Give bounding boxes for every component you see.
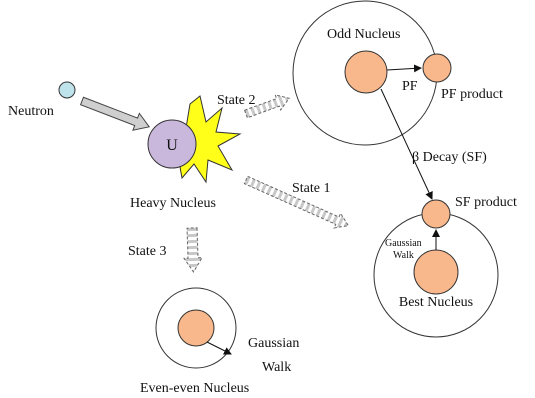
state2-label: State 2 (217, 93, 256, 108)
even-even-nucleus-label: Even-even Nucleus (140, 381, 249, 396)
odd-nucleus-label: Odd Nucleus (327, 27, 401, 42)
gaussian-walk-small-label-1: Gaussian (385, 238, 422, 249)
neutron-arrow (79, 96, 151, 131)
state1-label: State 1 (292, 181, 331, 196)
state3-label: State 3 (128, 244, 167, 259)
sf-product-nucleus (421, 199, 451, 229)
state1-arrow (243, 175, 350, 229)
beta-decay-arrow (380, 88, 433, 200)
uranium-nucleus (147, 119, 197, 169)
gaussian-walk-label-1: Gaussian (248, 336, 299, 351)
sf-product-label: SF product (455, 195, 517, 210)
best-nucleus-label: Best Nucleus (399, 295, 473, 310)
gaussian-walk-label-2: Walk (262, 360, 291, 375)
pf-label: PF (402, 79, 418, 94)
gaussian-walk-arrow (206, 341, 232, 355)
uranium-label: U (166, 137, 178, 154)
state2-arrow (243, 94, 291, 119)
state3-arrow (183, 227, 203, 273)
pf-product-label: PF product (441, 87, 503, 102)
gaussian-walk-small-label-2: Walk (393, 250, 414, 261)
odd-nucleus-core (344, 50, 388, 94)
neutron-label: Neutron (8, 104, 54, 119)
neutron-particle (58, 81, 76, 99)
pf-product-nucleus (422, 53, 452, 83)
even-even-nucleus-boundary (155, 287, 237, 369)
pf-arrow (386, 64, 422, 73)
even-even-nucleus-core (177, 309, 215, 347)
heavy-nucleus-label: Heavy Nucleus (130, 196, 216, 211)
beta-decay-label: β Decay (SF) (412, 150, 487, 165)
best-nucleus-core (413, 249, 459, 295)
